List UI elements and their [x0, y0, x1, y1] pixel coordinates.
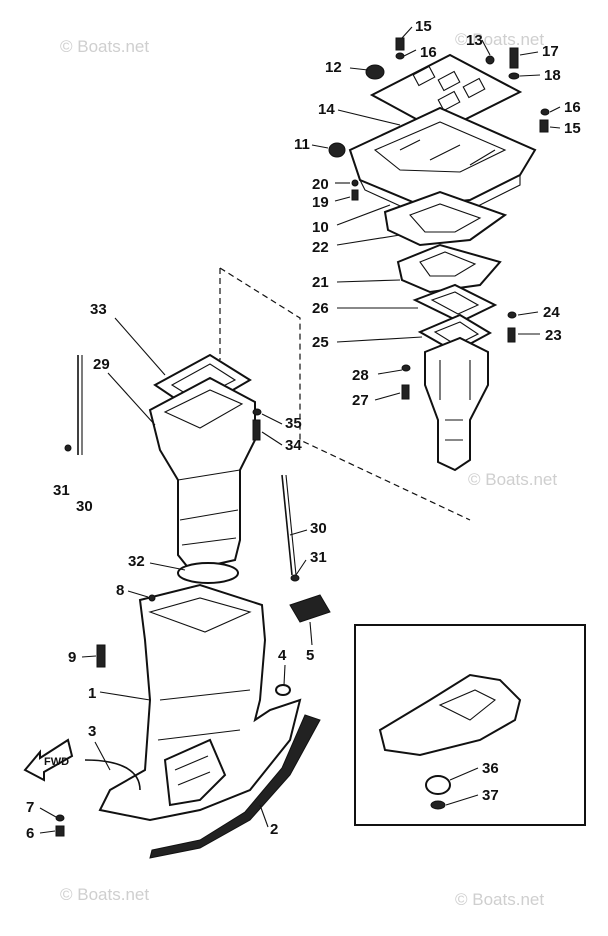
label-29: 29: [93, 356, 110, 373]
label-11: 11: [294, 136, 310, 153]
exhaust-guide-assembly: [328, 37, 550, 472]
label-2: 2: [270, 821, 278, 838]
watermark-top-left: © Boats.net: [60, 37, 149, 56]
washer-18: [508, 72, 520, 80]
watermarks: © Boats.net © Boats.net © Boats.net © Bo…: [60, 30, 557, 909]
fwd-arrow-icon: FWD: [23, 738, 74, 782]
exhaust-pipe: [424, 336, 489, 472]
label-30-right: 30: [310, 520, 327, 537]
grommet-5: [289, 594, 331, 623]
gasket-37: [430, 800, 446, 810]
label-8: 8: [116, 582, 124, 599]
label-23: 23: [545, 327, 562, 344]
label-19: 19: [312, 194, 329, 211]
pin-13: [485, 55, 495, 65]
label-16-top: 16: [420, 44, 437, 61]
gasket-32: [177, 562, 239, 584]
gasket-26: [412, 283, 498, 324]
watermark-bottom-left: © Boats.net: [60, 885, 149, 904]
label-31-left: 31: [53, 482, 70, 499]
watermark-top-right: © Boats.net: [455, 30, 544, 49]
washer-7: [55, 814, 65, 822]
bolt-34: [252, 419, 261, 441]
label-34: 34: [285, 437, 302, 454]
label-22: 22: [312, 239, 329, 256]
upper-case-assembly: [64, 353, 300, 584]
bolt-17: [509, 47, 519, 69]
pin-31-left: [64, 444, 72, 452]
bolt-19: [351, 189, 359, 201]
bolt-23: [507, 327, 516, 343]
inset-detail: [354, 624, 586, 826]
fwd-label: FWD: [44, 756, 69, 768]
pin-8: [148, 594, 156, 602]
watermark-bottom-right: © Boats.net: [455, 890, 544, 909]
washer-24: [507, 311, 517, 319]
stud-30-right: [281, 474, 293, 576]
label-20: 20: [312, 176, 329, 193]
upper-case: [148, 376, 256, 572]
label-37: 37: [482, 787, 499, 804]
washer-28: [401, 364, 411, 372]
lower-case-assembly: FWD: [23, 583, 331, 859]
label-5: 5: [306, 647, 314, 664]
lower-casing-1: [98, 583, 302, 822]
gasket-22: [383, 190, 508, 247]
upper-casing-10: [348, 106, 537, 207]
label-25: 25: [312, 334, 329, 351]
label-36: 36: [482, 760, 499, 777]
label-12: 12: [325, 59, 342, 76]
pin-31-right: [290, 574, 300, 582]
label-9: 9: [68, 649, 76, 666]
label-14: 14: [318, 101, 335, 118]
label-13: 13: [466, 32, 483, 49]
plug-4: [275, 684, 291, 696]
label-15-top: 15: [415, 18, 432, 35]
label-18: 18: [544, 67, 561, 84]
label-6: 6: [26, 825, 34, 842]
label-24: 24: [543, 304, 560, 321]
label-30-left: 30: [76, 498, 93, 515]
watermark-mid-right: © Boats.net: [468, 470, 557, 489]
bolt-27: [401, 384, 410, 400]
label-7: 7: [26, 799, 34, 816]
label-35: 35: [285, 415, 302, 432]
alignment-lines: [219, 267, 471, 521]
label-15-right: 15: [564, 120, 581, 137]
washer-16-right: [540, 108, 550, 116]
label-27: 27: [352, 392, 369, 409]
label-17: 17: [542, 43, 559, 60]
bolt-6: [55, 825, 65, 837]
label-16-right: 16: [564, 99, 581, 116]
plug-36: [425, 775, 451, 795]
label-1: 1: [88, 685, 96, 702]
label-31-right: 31: [310, 549, 327, 566]
cap-11: [328, 142, 346, 158]
bolt-15-right: [539, 119, 549, 133]
label-4: 4: [278, 647, 287, 664]
part-labels: 15 16 13 17 18 12 14 16 15 11 20 19 10 2…: [26, 18, 581, 842]
label-26: 26: [312, 300, 329, 317]
washer-16-top: [395, 52, 405, 60]
label-28: 28: [352, 367, 369, 384]
bolt-9: [96, 644, 106, 668]
label-33: 33: [90, 301, 107, 318]
leader-lines: [39, 26, 561, 834]
plate-21: [396, 243, 502, 294]
plug-12: [365, 64, 385, 80]
water-inlet: [163, 738, 227, 807]
damper-2: [149, 714, 321, 859]
label-21: 21: [312, 274, 329, 291]
label-3: 3: [88, 723, 96, 740]
seal-3: [84, 759, 141, 791]
label-10: 10: [312, 219, 329, 236]
washer-35: [252, 408, 262, 416]
washer-20: [351, 179, 359, 187]
bolt-15-top: [395, 37, 405, 51]
label-32: 32: [128, 553, 145, 570]
